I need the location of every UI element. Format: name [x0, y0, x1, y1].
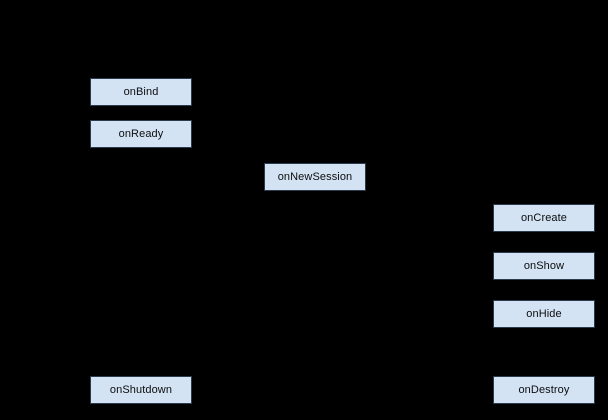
node-onBind[interactable]: onBind: [90, 78, 192, 106]
node-onNewSession[interactable]: onNewSession: [264, 163, 366, 191]
node-onReady[interactable]: onReady: [90, 120, 192, 148]
node-label: onHide: [526, 307, 562, 320]
node-label: onBind: [123, 85, 159, 98]
node-onDestroy[interactable]: onDestroy: [493, 376, 595, 404]
node-label: onReady: [118, 127, 164, 140]
node-label: onShow: [523, 259, 565, 272]
node-onShutdown[interactable]: onShutdown: [90, 376, 192, 404]
node-label: onDestroy: [518, 383, 570, 396]
node-label: onNewSession: [277, 170, 353, 183]
node-onShow[interactable]: onShow: [493, 252, 595, 280]
connector-onNewSession-to-onCreate: [314, 191, 545, 204]
node-onHide[interactable]: onHide: [493, 300, 595, 328]
node-onCreate[interactable]: onCreate: [493, 204, 595, 232]
connector-onReady-to-onNewSession: [140, 148, 316, 163]
node-label: onCreate: [520, 211, 568, 224]
node-label: onShutdown: [109, 383, 173, 396]
